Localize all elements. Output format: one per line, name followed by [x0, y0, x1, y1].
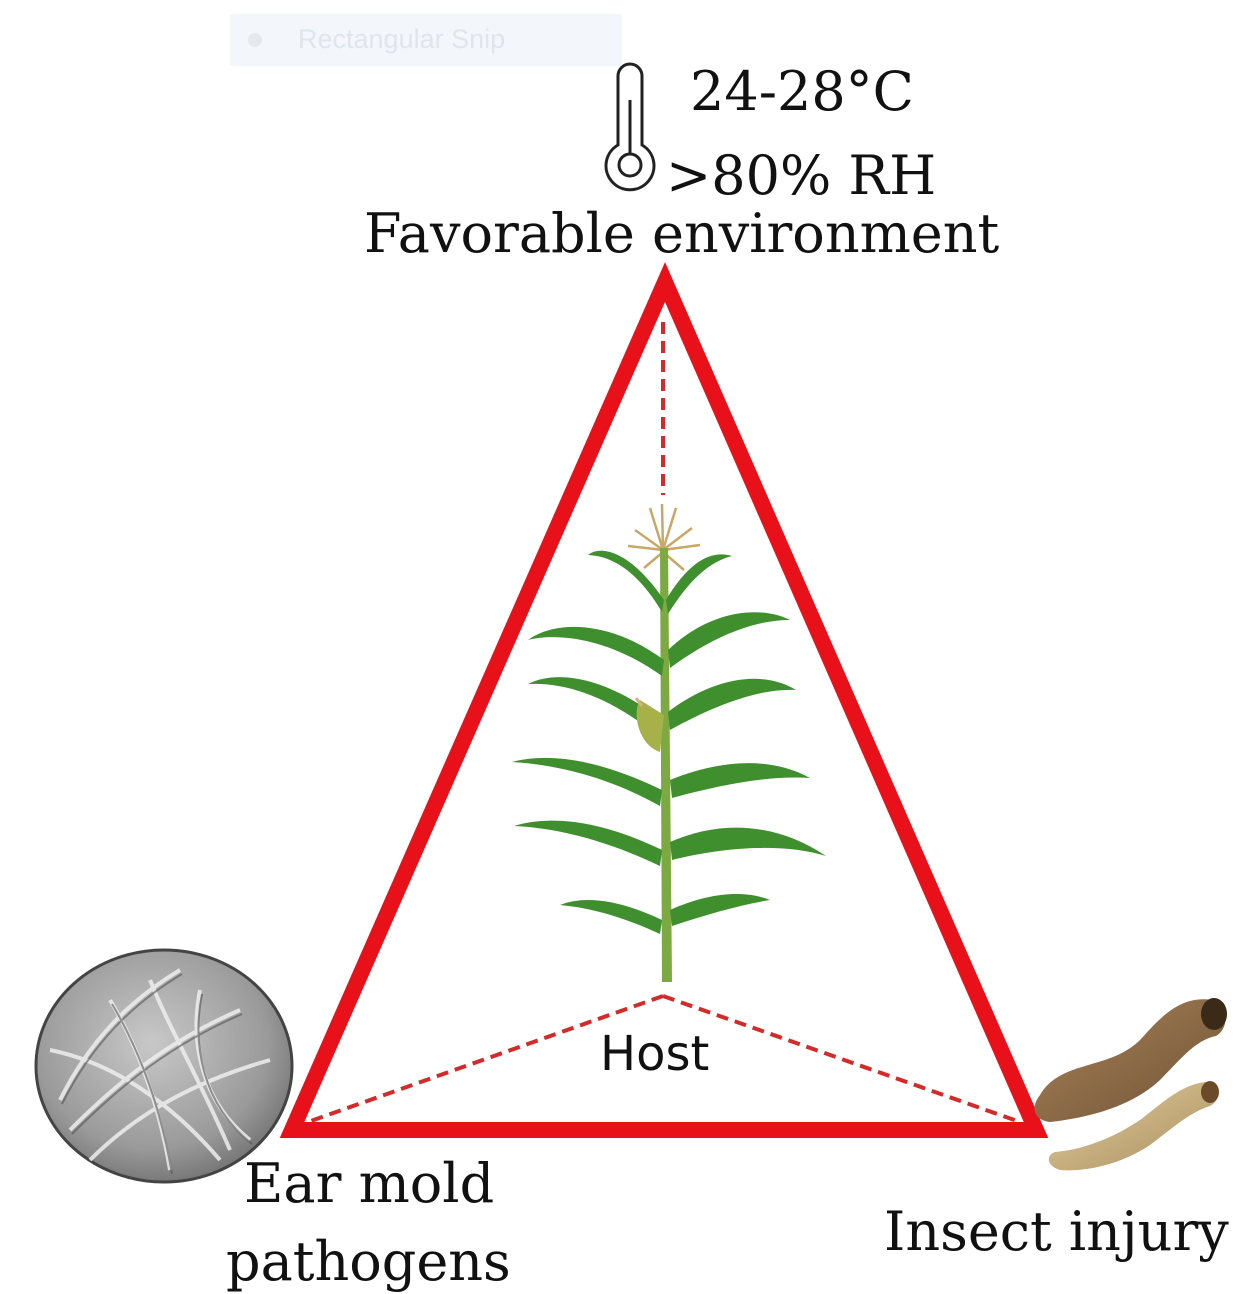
larvae-icon — [1035, 998, 1227, 1170]
pathogen-label-line2: pathogens — [226, 1230, 511, 1293]
insect-label: Insect injury — [884, 1200, 1229, 1263]
host-label: Host — [600, 1026, 709, 1082]
environment-label: Favorable environment — [364, 202, 999, 265]
fungal-micrograph-image — [36, 950, 292, 1182]
thermometer-icon — [606, 64, 654, 190]
pathogen-label-line1: Ear mold — [244, 1152, 494, 1215]
humidity-label: >80% RH — [666, 144, 936, 207]
corn-plant-icon — [512, 504, 826, 982]
temperature-label: 24-28°C — [690, 60, 914, 123]
